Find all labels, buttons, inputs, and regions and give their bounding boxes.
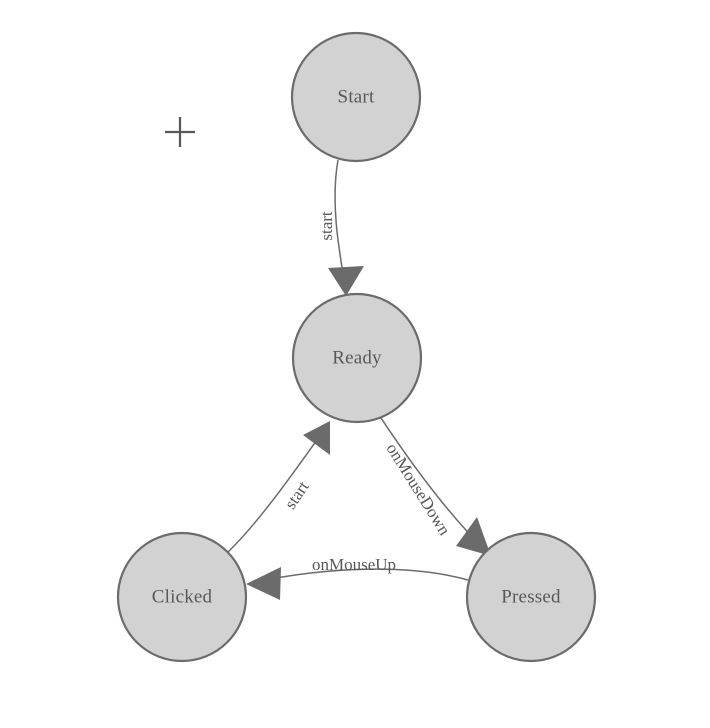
edge-label-ready-to-pressed: onMouseDown [383, 440, 455, 539]
edge-label-pressed-to-clicked: onMouseUp [312, 555, 396, 574]
node-shape-clicked[interactable] [116, 531, 248, 663]
node-label-pressed: Pressed [501, 586, 561, 607]
node-label-ready: Ready [332, 347, 382, 368]
edge-label-start-to-ready: start [317, 211, 336, 241]
arrowhead-clicked-to-ready [303, 421, 330, 455]
edge-start-to-ready[interactable]: start [317, 159, 364, 296]
edge-pressed-to-clicked[interactable]: onMouseUp [246, 555, 469, 600]
node-clicked[interactable]: Clicked [116, 531, 248, 663]
marker-layer [165, 117, 195, 147]
node-shape-start[interactable] [290, 31, 422, 163]
arrowhead-pressed-to-clicked [246, 567, 281, 600]
node-ready[interactable]: Ready [291, 292, 423, 424]
arrowhead-ready-to-pressed [456, 517, 491, 556]
node-start[interactable]: Start [290, 31, 422, 163]
edge-ready-to-pressed[interactable]: onMouseDown [378, 414, 491, 556]
node-label-clicked: Clicked [152, 586, 213, 607]
node-shape-pressed[interactable] [465, 531, 597, 663]
edge-clicked-to-ready[interactable]: start [227, 421, 330, 553]
node-shape-ready[interactable] [291, 292, 423, 424]
plus-marker [165, 117, 195, 147]
node-label-start: Start [338, 86, 375, 107]
arrowhead-start-to-ready [328, 266, 364, 296]
node-pressed[interactable]: Pressed [465, 531, 597, 663]
